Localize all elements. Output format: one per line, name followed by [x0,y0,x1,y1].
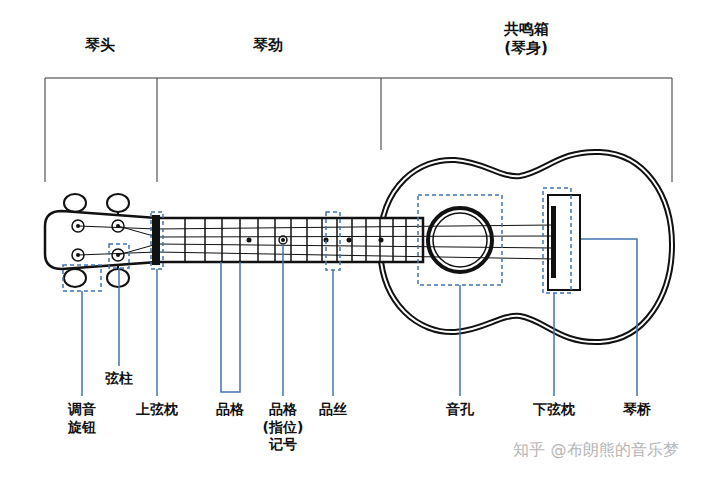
dashed-highlights [543,188,571,293]
body-outline [428,208,492,272]
section-bracket [45,78,46,182]
body-outline [433,213,487,267]
fret-wire [257,219,259,261]
section-heading: 共鸣箱 (琴身) [495,20,557,58]
dashed-highlights [63,265,101,291]
part-name: 品丝 [319,401,347,419]
part-name: 下弦枕 [533,401,575,419]
fret-wire [392,219,394,261]
leader-lines [282,245,284,396]
part-name: 弦柱 [105,370,133,388]
leader-lines [332,270,334,396]
headstock [45,211,157,269]
strings [118,244,553,255]
position-dots [247,238,252,243]
position-dots [281,238,285,242]
part-name: 琴桥 [623,401,651,419]
fret-wire [221,219,223,261]
part-name: 品格 (指位) 记号 [260,401,306,454]
tuning-pegs [64,269,86,287]
fret-wire [405,219,407,261]
neck [152,215,160,265]
part-name: 调音 旋钮 [65,401,99,436]
section-bracket [157,78,158,182]
strings [78,225,553,259]
leader-lines [81,291,83,396]
position-dots [279,236,287,244]
strings [78,252,553,259]
position-dots [347,238,352,243]
dashed-highlights [63,188,571,293]
neck [157,218,423,262]
leader-lines [459,285,461,396]
part-name: 音孔 [446,401,474,419]
leader-lines [156,269,158,396]
dashed-highlights [109,244,129,268]
part-name: 品格 [216,401,244,419]
fret-wire [239,219,241,261]
leader-lines [118,268,120,366]
fret-wire [184,219,186,261]
watermark: 知乎 @布朗熊的音乐梦 [513,440,678,460]
leader-lines [581,239,637,396]
section-heading: 琴头 [85,36,115,55]
part-name: 上弦枕 [136,401,178,419]
strings [78,225,553,229]
position-dots [379,238,384,243]
section-heading: 琴劲 [253,36,283,55]
section-bracket [45,78,672,79]
fret-wire [274,219,276,261]
headstock [76,224,120,257]
headstock [45,211,157,269]
tuning-pegs [107,194,129,212]
dashed-highlights [151,212,163,269]
strings [118,226,553,237]
leader-lines [221,262,240,392]
tuning-pegs [64,194,86,212]
neck [152,215,423,265]
bridge [548,195,580,290]
bridge [551,206,556,278]
tuning-pegs [107,269,129,287]
leader-lines [553,293,555,396]
fret-wire [365,219,367,261]
dashed-highlights [418,195,502,285]
bridge [548,195,580,290]
section-bracket [672,78,673,182]
section-bracket [381,78,382,150]
dashed-highlights [326,212,340,270]
leader-lines [82,239,637,396]
fret-wire [204,219,206,261]
